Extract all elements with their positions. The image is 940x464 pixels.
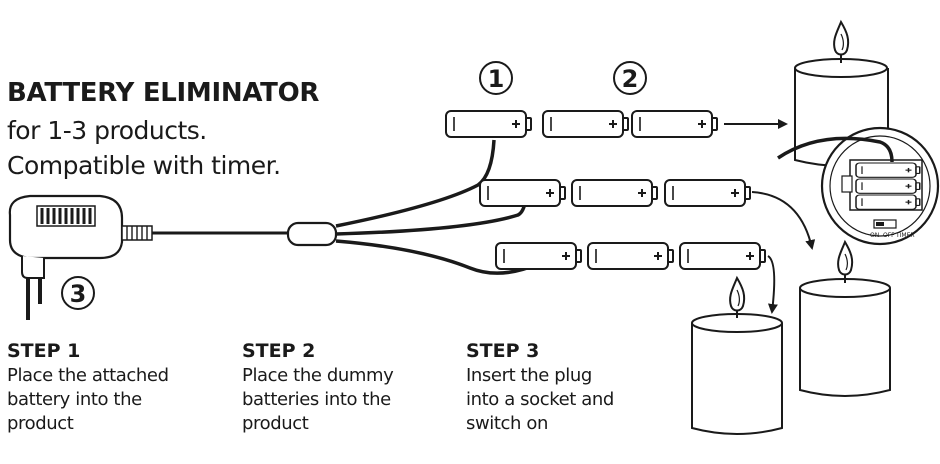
switch-label-on: ON — [870, 232, 879, 239]
page-title: BATTERY ELIMINATOR — [7, 78, 320, 108]
step-1-title: STEP 1 — [7, 340, 81, 362]
battery-compartment — [777, 126, 940, 246]
svg-text:1: 1 — [488, 65, 505, 93]
svg-text:2: 2 — [622, 65, 639, 93]
power-adapter-icon — [8, 194, 153, 320]
candle-icon — [691, 277, 783, 435]
marker-2: 2 — [613, 61, 647, 95]
subtitle-line-2: Compatible with timer. — [7, 151, 281, 180]
step-3-text: Insert the plug into a socket and switch… — [466, 365, 614, 434]
svg-text:3: 3 — [70, 280, 87, 308]
subtitle-line-1: for 1-3 products. — [7, 116, 207, 145]
step-3: STEP 3 Insert the plug into a socket and… — [466, 340, 686, 436]
step-3-title: STEP 3 — [466, 340, 540, 362]
step-1-text: Place the attached battery into the prod… — [7, 365, 169, 434]
battery-row-1 — [445, 110, 718, 138]
step-2: STEP 2 Place the dummy batteries into th… — [242, 340, 462, 436]
switch-label-timer: TIMER — [895, 232, 915, 239]
switch-label-off: OFF — [883, 232, 895, 239]
battery-row-3 — [495, 242, 766, 270]
arrow-icon — [767, 255, 778, 314]
step-1: STEP 1 Place the attached battery into t… — [7, 340, 227, 436]
marker-1: 1 — [479, 61, 513, 95]
cable-splitter — [286, 221, 338, 247]
step-2-title: STEP 2 — [242, 340, 316, 362]
battery-row-2 — [479, 179, 751, 207]
arrow-icon — [751, 191, 816, 250]
step-2-text: Place the dummy batteries into the produ… — [242, 365, 394, 434]
candle-icon — [799, 241, 891, 397]
marker-3: 3 — [61, 276, 95, 310]
